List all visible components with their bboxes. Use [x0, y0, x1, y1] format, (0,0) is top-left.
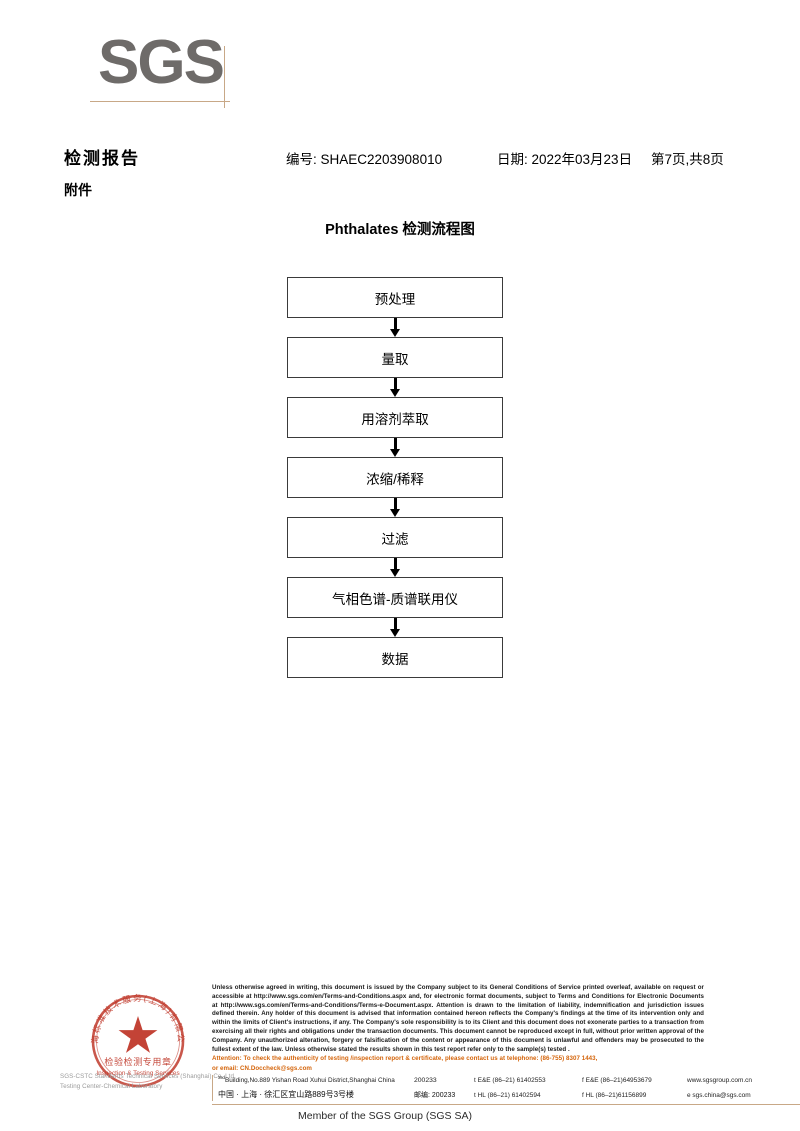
watermark-line-1: SGS-CSTC Standards Technical Services (S…: [60, 1073, 236, 1080]
company-seal-stamp: 上海标准技术服务(上海)有限公司 检验检测专用章 Inspection & Te…: [82, 985, 194, 1097]
logo-vertical-rule: [224, 46, 225, 108]
flow-step-box: 量取: [287, 337, 503, 378]
postcode-cn-label: 邮编:: [414, 1092, 430, 1099]
sgs-logo: SGS: [90, 32, 258, 118]
website: www.sgsgroup.com.cn: [687, 1077, 753, 1085]
page-indicator: 第7页,共8页: [651, 152, 724, 167]
fax-ee: f E&E (86–21)64953679: [582, 1077, 652, 1085]
address-contact-block: 3rdBuilding,No.889 Yishan Road Xuhui Dis…: [212, 1075, 800, 1102]
flow-arrow-down-icon: [287, 618, 503, 637]
attachment-label: 附件: [64, 182, 92, 198]
flow-step-box: 过滤: [287, 517, 503, 558]
address-row-en: 3rdBuilding,No.889 Yishan Road Xuhui Dis…: [212, 1076, 800, 1089]
address-ordinal: 3: [218, 1076, 221, 1081]
tel-ee: t E&E (86–21) 61402553: [474, 1077, 546, 1085]
logo-horizontal-rule: [90, 101, 230, 102]
sgs-logo-text: SGS: [98, 28, 225, 97]
address-left-divider: [212, 1075, 213, 1101]
svg-text:检验检测专用章: 检验检测专用章: [104, 1056, 171, 1068]
address-en-text: Building,No.889 Yishan Road Xuhui Distri…: [224, 1077, 395, 1085]
flow-step-box: 用溶剂萃取: [287, 397, 503, 438]
legal-terms-block: Unless otherwise agreed in writing, this…: [212, 984, 704, 1074]
attention-line-1: Attention: To check the authenticity of …: [212, 1055, 598, 1063]
flow-arrow-down-icon: [287, 318, 503, 337]
svg-text:Inspection & Testing Services: Inspection & Testing Services: [96, 1070, 179, 1077]
watermark-line-2: Testing Center-Chemical Laboratory: [60, 1082, 163, 1090]
address-en: 3rdBuilding,No.889 Yishan Road Xuhui Dis…: [212, 1076, 414, 1084]
tel-hl: t HL (86–21) 61402594: [474, 1092, 541, 1099]
email: e sgs.china@sgs.com: [687, 1092, 751, 1099]
flow-arrow-down-icon: [287, 438, 503, 457]
flow-step-box: 预处理: [287, 277, 503, 318]
fax-hl: f HL (86–21)61156899: [582, 1092, 647, 1099]
flow-step-box: 浓缩/稀释: [287, 457, 503, 498]
member-line: Member of the SGS Group (SGS SA): [298, 1110, 472, 1122]
address-ordinal-unit: rd: [220, 1076, 225, 1081]
flow-step-box: 气相色谱-质谱联用仪: [287, 577, 503, 618]
footer-rule: [212, 1104, 800, 1106]
page-title: 检测报告: [64, 149, 140, 168]
address-row-cn: 中国 · 上海 · 徐汇区宜山路889号3号楼 邮编: 200233 t HL …: [212, 1089, 800, 1102]
legal-paragraph: Unless otherwise agreed in writing, this…: [212, 984, 704, 1053]
flow-arrow-down-icon: [287, 558, 503, 577]
flowchart-title: Phthalates 检测流程图: [325, 222, 475, 238]
postcode-cn-value: 200233: [431, 1092, 456, 1099]
report-date: 日期: 2022年03月23日: [497, 152, 633, 167]
report-number: 编号: SHAEC2203908010: [286, 152, 443, 167]
postcode-cn: 邮编: 200233: [414, 1090, 474, 1100]
postcode-en: 200233: [414, 1077, 437, 1085]
attention-line-2: or email: CN.Doccheck@sgs.com: [212, 1065, 312, 1073]
flow-step-box: 数据: [287, 637, 503, 678]
flow-arrow-down-icon: [287, 498, 503, 517]
lab-watermark-text: SGS-CSTC Standards Technical Services (S…: [60, 1072, 250, 1091]
flow-arrow-down-icon: [287, 378, 503, 397]
flowchart: 预处理 量取 用溶剂萃取 浓缩/稀释 过滤 气相色谱-质谱联用仪 数据: [287, 277, 503, 678]
address-cn: 中国 · 上海 · 徐汇区宜山路889号3号楼: [218, 1090, 355, 1099]
